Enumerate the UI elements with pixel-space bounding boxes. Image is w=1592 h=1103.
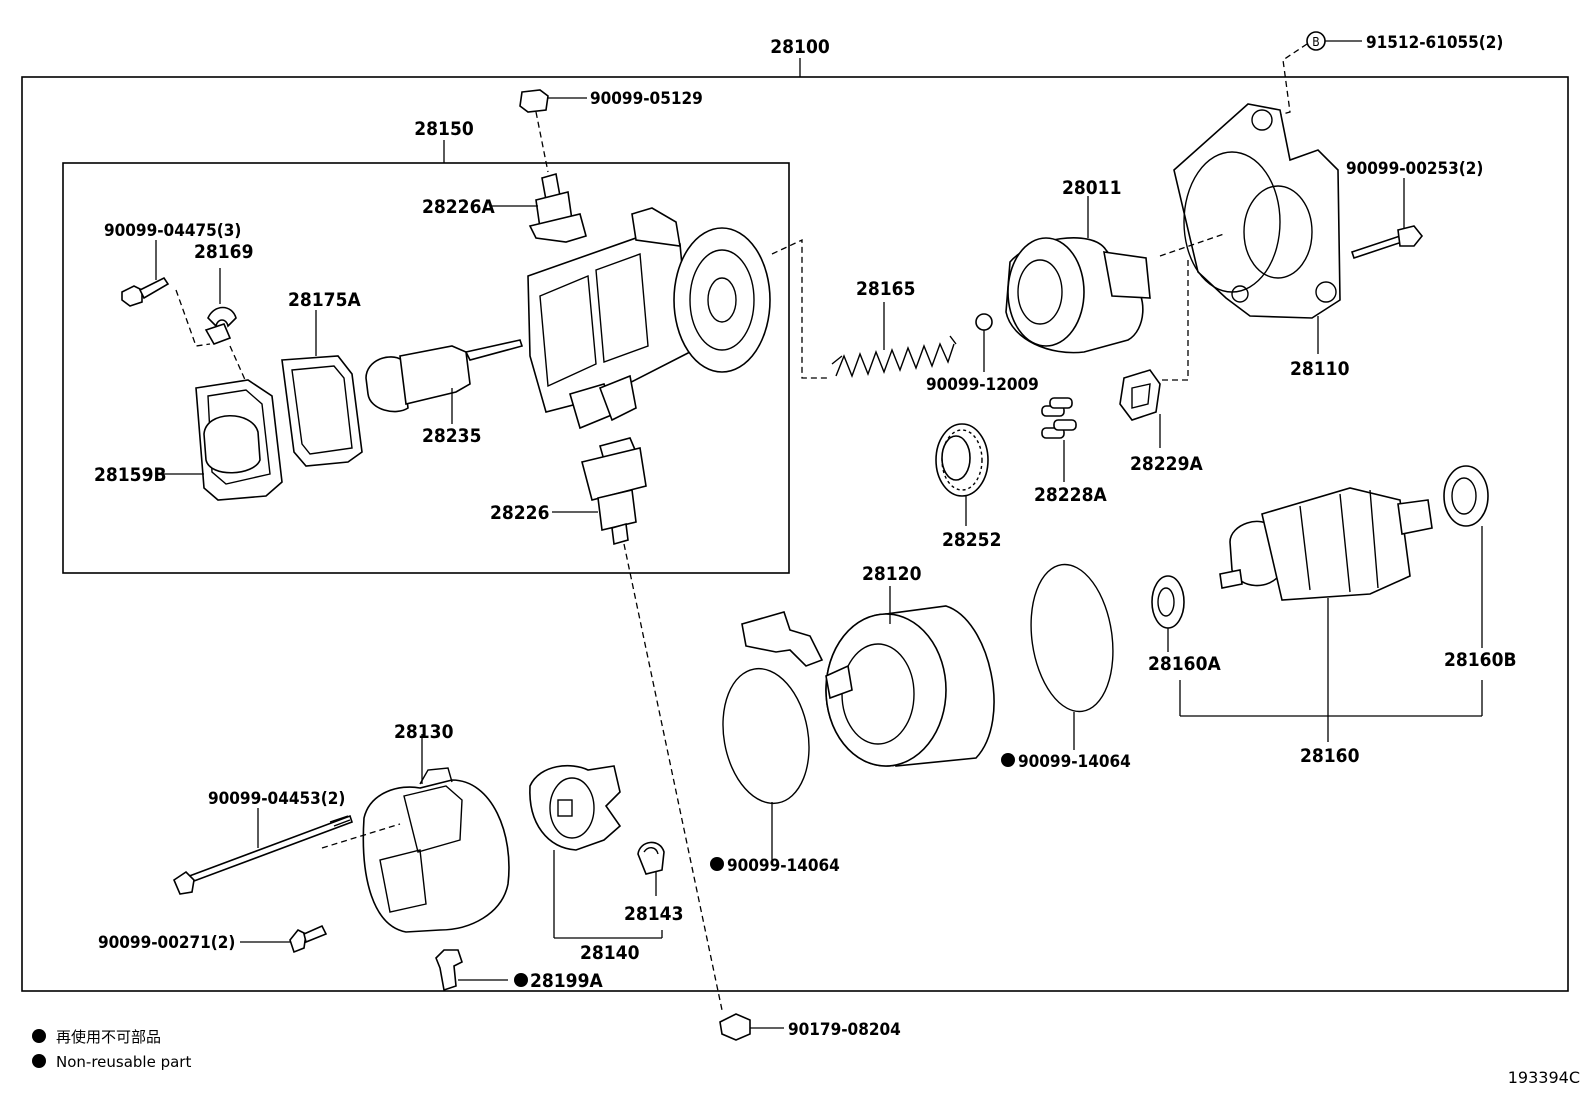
part-label-28160b[interactable]: 28160B [1444,649,1517,671]
legend-dot-icon [32,1054,46,1068]
part-label-28160[interactable]: 28160 [1300,745,1360,767]
part-label-28143[interactable]: 28143 [624,903,683,925]
bolt-90099-00253-icon [1350,178,1424,260]
part-label-28175a[interactable]: 28175A [288,289,361,311]
non-reusable-dot-icon [514,973,528,987]
part-label-91512-61055[interactable]: 91512-61055(2) [1366,33,1503,53]
clip-28169-icon [204,268,247,383]
part-label-28011[interactable]: 28011 [1062,177,1121,199]
bearing-28160b-icon [1443,465,1489,527]
armature-28160-icon [1219,487,1433,601]
part-label-28199a[interactable]: 28199A [530,970,603,992]
part-label-28252[interactable]: 28252 [942,529,1001,551]
ball-90099-12009-icon [975,313,993,372]
brush-spring-28143-icon [637,841,665,896]
part-label-90099-00253[interactable]: 90099-00253(2) [1346,159,1483,179]
part-label-28228a[interactable]: 28228A [1034,484,1107,506]
solenoid-housing-icon [527,207,828,430]
screw-90099-00271-icon [240,924,328,954]
rollers-28228a-icon [1041,397,1077,482]
part-label-28169[interactable]: 28169 [194,241,253,263]
part-label-28130[interactable]: 28130 [394,721,454,743]
grommet-28199a-icon [435,949,508,992]
terminal-28226a-icon [492,172,587,243]
diagram-code: 193394C [1508,1068,1580,1087]
o-ring-90099-14064-a-icon [722,667,810,860]
part-label-28120[interactable]: 28120 [862,563,922,585]
part-label-28226a[interactable]: 28226A [422,196,495,218]
bolt-marker-b-icon: B [1267,31,1362,119]
part-label-90099-14064-a[interactable]: 90099-14064 [727,856,840,876]
part-label-28165[interactable]: 28165 [856,278,915,300]
drive-housing-28110-icon [1159,103,1341,354]
part-label-28235[interactable]: 28235 [422,425,481,447]
part-label-90099-04475[interactable]: 90099-04475(3) [104,221,241,241]
cap-90099-05129-icon [519,89,587,173]
main-assembly-frame [21,58,1569,992]
terminal-28226-icon [552,437,723,1011]
retainer-28229a-icon [1119,256,1189,448]
end-frame-28130-icon [362,734,510,933]
idler-gear-28252-icon [935,423,989,526]
non-reusable-dot-icon [710,857,724,871]
legend-english: Non-reusable part [56,1053,191,1071]
o-ring-90099-14064-b-icon [1030,563,1114,750]
spring-28165-icon [831,302,957,378]
part-label-90099-05129[interactable]: 90099-05129 [590,89,703,109]
part-label-90099-12009[interactable]: 90099-12009 [926,375,1039,395]
part-label-28159b[interactable]: 28159B [94,464,167,486]
non-reusable-dot-icon [1001,753,1015,767]
assembly-number-28100: 28100 [770,36,830,58]
part-label-28160a[interactable]: 28160A [1148,653,1221,675]
gasket-28175a-icon [281,310,363,467]
part-label-90099-00271[interactable]: 90099-00271(2) [98,933,235,953]
leader-28140 [553,850,663,939]
bearing-28160a-icon [1151,575,1185,629]
yoke-28120-icon [741,586,995,767]
part-label-28226[interactable]: 28226 [490,502,549,524]
part-label-28110[interactable]: 28110 [1290,358,1350,380]
through-bolt-90099-04453-icon [173,808,401,895]
part-label-90099-04453[interactable]: 90099-04453(2) [208,789,345,809]
legend-japanese: 再使用不可部品 [56,1028,161,1046]
sub-assembly-frame [62,140,790,574]
legend-dot-icon [32,1029,46,1043]
assembly-number-28150: 28150 [414,118,474,140]
clutch-28011-icon [1005,196,1151,354]
bolt-90099-04475-icon [121,240,211,347]
nut-90179-08204-icon [719,1013,784,1041]
part-label-90099-14064-b[interactable]: 90099-14064 [1018,752,1131,772]
legend: 再使用不可部品 Non-reusable part [32,1028,191,1071]
plunger-28235-icon [365,339,524,424]
part-label-28229a[interactable]: 28229A [1130,453,1203,475]
marker-letter: B [1312,35,1319,49]
part-label-90179-08204[interactable]: 90179-08204 [788,1020,901,1040]
brush-holder-28140-icon [529,764,622,851]
leader-28160 [1167,526,1483,742]
part-label-28140[interactable]: 28140 [580,942,640,964]
end-cover-28159b-icon [162,379,283,501]
